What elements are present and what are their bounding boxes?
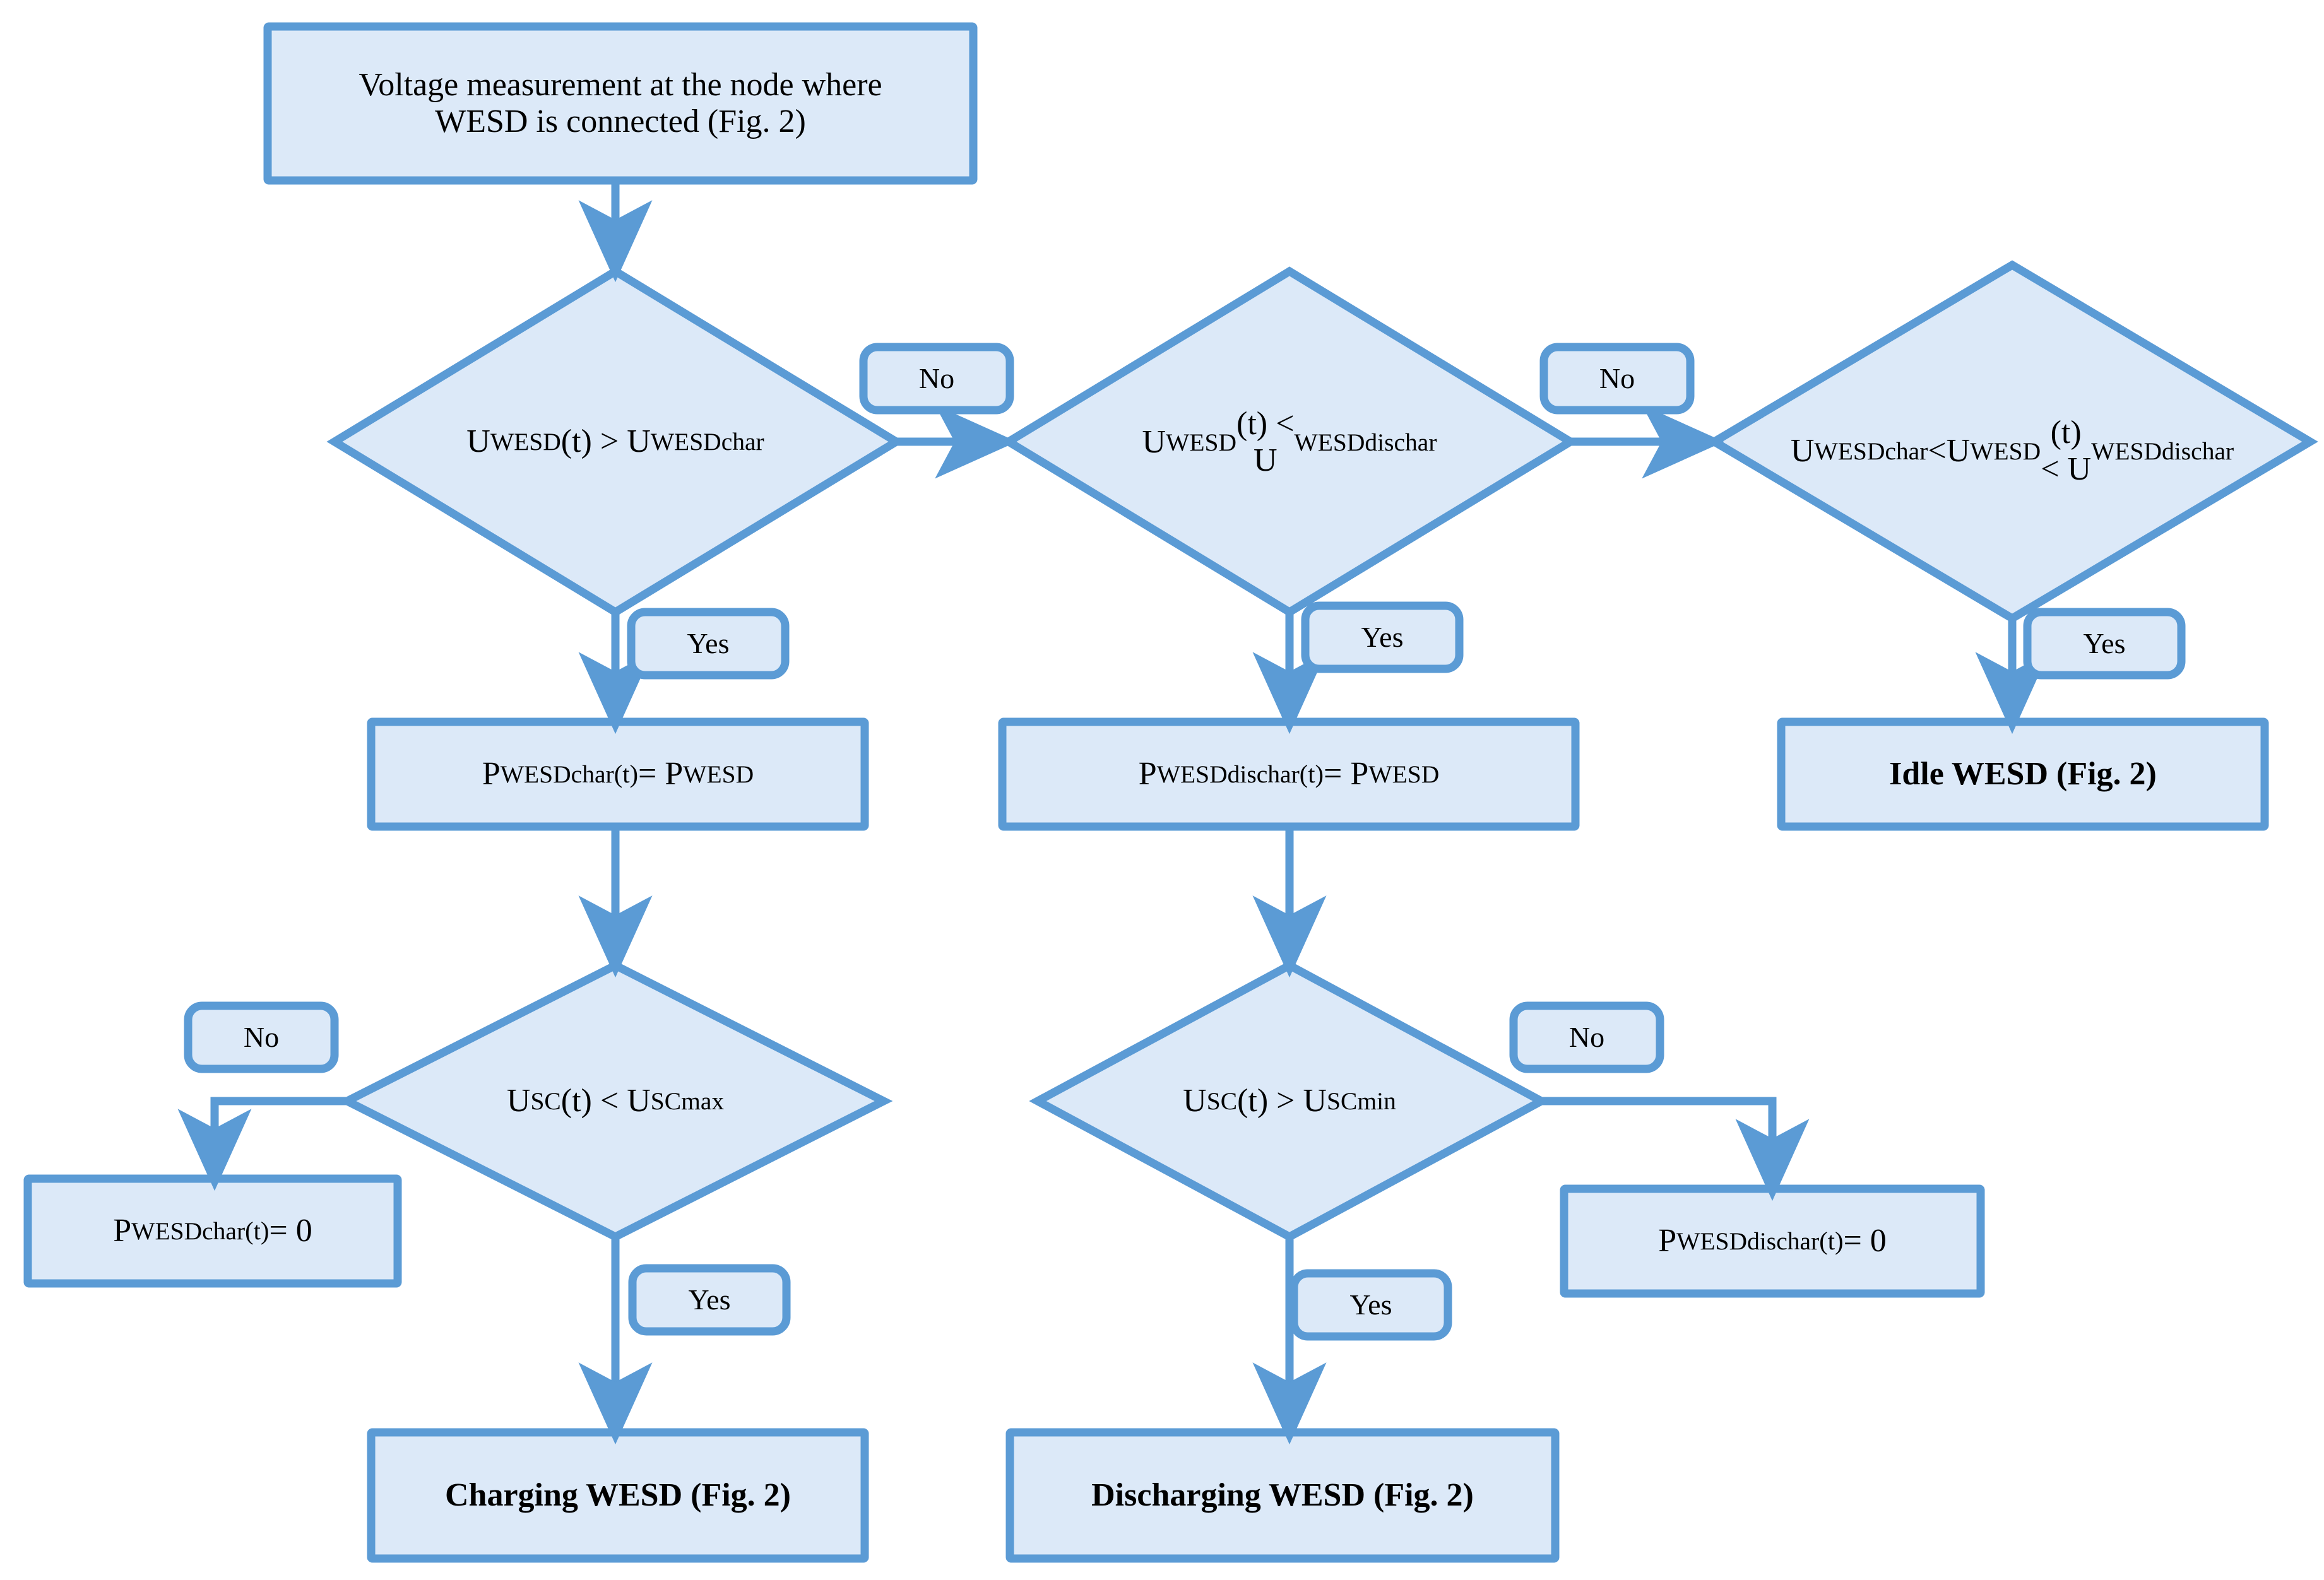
node-proc-pchar-zero-shape: [23, 1174, 402, 1288]
node-decision-scmax-shape: [338, 960, 893, 1242]
edge-label-yes-scmax-box: [628, 1264, 791, 1336]
edge-label-no-scmax-box: [184, 1001, 339, 1073]
edge-label-no-char-box: [859, 343, 1014, 415]
node-decision-scmin-shape: [1029, 960, 1550, 1242]
edge-no-scmin-to-pdischar-zero: [1541, 1097, 1810, 1201]
node-charging-terminal-shape: [367, 1428, 869, 1563]
node-proc-pchar-shape: [367, 717, 869, 831]
node-decision-char-shape: [326, 266, 904, 617]
edge-label-no-scmin-box: [1509, 1001, 1664, 1073]
node-idle-terminal-shape: [1777, 717, 2269, 831]
node-discharging-terminal-shape: [1005, 1428, 1560, 1563]
node-decision-idle-shape: [1706, 260, 2318, 623]
node-proc-pdischar-zero-shape: [1560, 1184, 1985, 1298]
node-proc-pdischar-shape: [998, 717, 1580, 831]
node-start-shape: [263, 22, 978, 185]
edge-label-yes-char-box: [627, 608, 790, 680]
edge-no-scmax-to-pchar-zero: [177, 1097, 347, 1191]
edge-label-yes-scmin-box: [1289, 1269, 1452, 1341]
edge-label-yes-dischar-box: [1301, 601, 1464, 673]
node-decision-dischar-shape: [1000, 266, 1579, 617]
edge-label-yes-idle-box: [2023, 608, 2186, 680]
edge-label-no-dischar-box: [1539, 343, 1695, 415]
